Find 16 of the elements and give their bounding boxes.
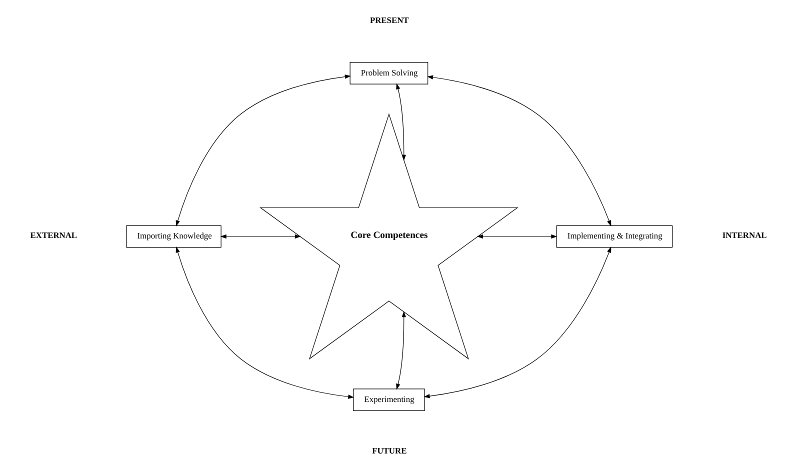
label: PRESENT xyxy=(369,14,408,25)
arrow xyxy=(423,246,611,398)
arrow xyxy=(220,234,300,239)
label: EXTERNAL xyxy=(30,230,77,240)
node-box: Experimenting xyxy=(352,388,424,411)
node-box: Implementing & Integrating xyxy=(556,225,672,248)
arrow xyxy=(175,246,354,399)
arrow xyxy=(426,75,611,226)
arrow xyxy=(396,83,406,161)
arrow xyxy=(476,234,557,239)
label: INTERNAL xyxy=(722,230,766,240)
node-box: Importing Knowledge xyxy=(126,225,221,248)
arrow xyxy=(396,311,406,390)
arrow xyxy=(175,74,350,226)
label: FUTURE xyxy=(372,445,406,456)
node-box: Problem Solving xyxy=(349,62,428,84)
